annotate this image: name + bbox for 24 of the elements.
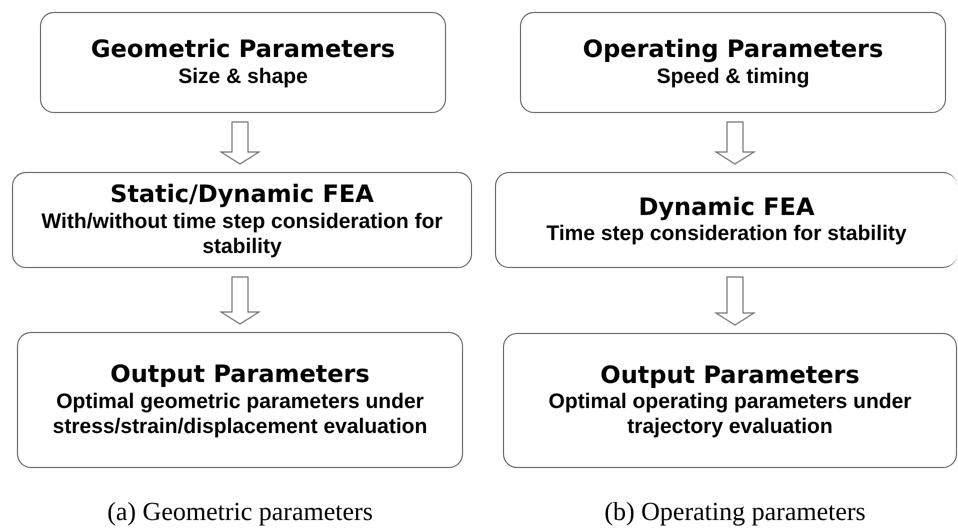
box-description: Time step consideration for stability xyxy=(546,221,907,246)
block-arrow xyxy=(218,121,262,165)
box-heading: Static/Dynamic FEA xyxy=(110,181,374,209)
process-box xyxy=(17,332,463,468)
box-heading: Operating Parameters xyxy=(582,36,884,64)
panel-caption: (a) Geometric parameters xyxy=(107,497,373,527)
process-box xyxy=(495,172,957,268)
box-description: Size & shape xyxy=(178,64,308,89)
process-box xyxy=(12,172,472,268)
box-description: Speed & timing xyxy=(656,64,810,89)
process-box xyxy=(520,12,946,113)
box-description: Optimal operating parameters under trajectory evaluation xyxy=(548,389,912,440)
box-description: With/without time step consideration for stability xyxy=(40,208,444,259)
block-arrow xyxy=(218,276,262,325)
box-heading: Geometric Parameters xyxy=(90,36,396,64)
box-description: Optimal geometric parameters under stress/strain/displacement evaluation xyxy=(52,388,428,439)
panel-caption: (b) Operating parameters xyxy=(604,497,866,527)
block-arrow xyxy=(714,276,756,326)
box-heading: Dynamic FEA xyxy=(638,194,815,222)
box-heading: Output Parameters xyxy=(600,362,860,390)
box-heading: Output Parameters xyxy=(110,361,370,389)
process-box xyxy=(503,333,957,468)
process-box xyxy=(40,12,446,113)
block-arrow xyxy=(714,121,756,165)
